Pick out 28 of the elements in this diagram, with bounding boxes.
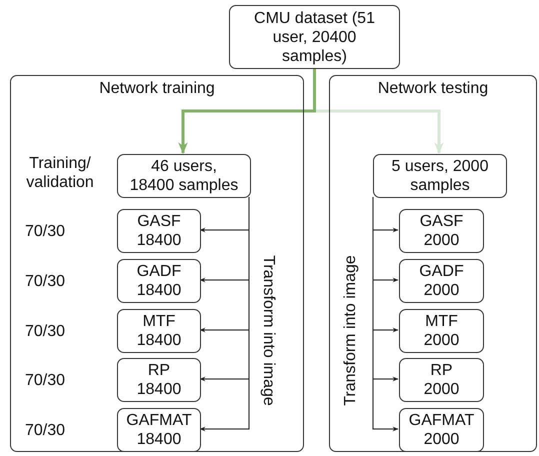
ratio-label: 70/30	[24, 322, 66, 340]
ratio-label: 70/30	[24, 272, 66, 290]
vertical-label: Transform into image	[340, 254, 360, 406]
process-box: 5 users, 2000 samples	[373, 154, 507, 198]
ratio-label: 70/30	[24, 420, 66, 440]
process-box: RP 2000	[399, 358, 484, 402]
process-box: 46 users, 18400 samples	[117, 154, 251, 198]
arrow	[178, 69, 316, 154]
process-box: RP 18400	[117, 358, 201, 402]
process-box: CMU dataset (51 user, 20400 samples)	[229, 5, 400, 69]
process-box: GADF 2000	[399, 259, 484, 303]
vertical-label: Transform into image	[258, 254, 278, 406]
panel-heading: Network testing	[376, 80, 490, 98]
process-box: MTF 18400	[117, 309, 201, 353]
process-box: GAFMAT 18400	[117, 408, 201, 452]
group-panel	[10, 75, 304, 452]
group-panel	[329, 75, 537, 452]
process-box: GASF 18400	[117, 209, 201, 253]
arrow	[372, 196, 399, 432]
ratio-label: 70/30	[24, 222, 66, 240]
arrow	[199, 196, 250, 432]
process-box: MTF 2000	[399, 309, 484, 353]
process-box: GADF 18400	[117, 259, 201, 303]
process-box: GAFMAT 2000	[399, 408, 484, 452]
panel-heading: Network training	[98, 80, 216, 98]
ratio-label: 70/30	[24, 370, 66, 390]
process-box: GASF 2000	[399, 209, 484, 253]
row-label: Training/ validation	[25, 154, 95, 192]
